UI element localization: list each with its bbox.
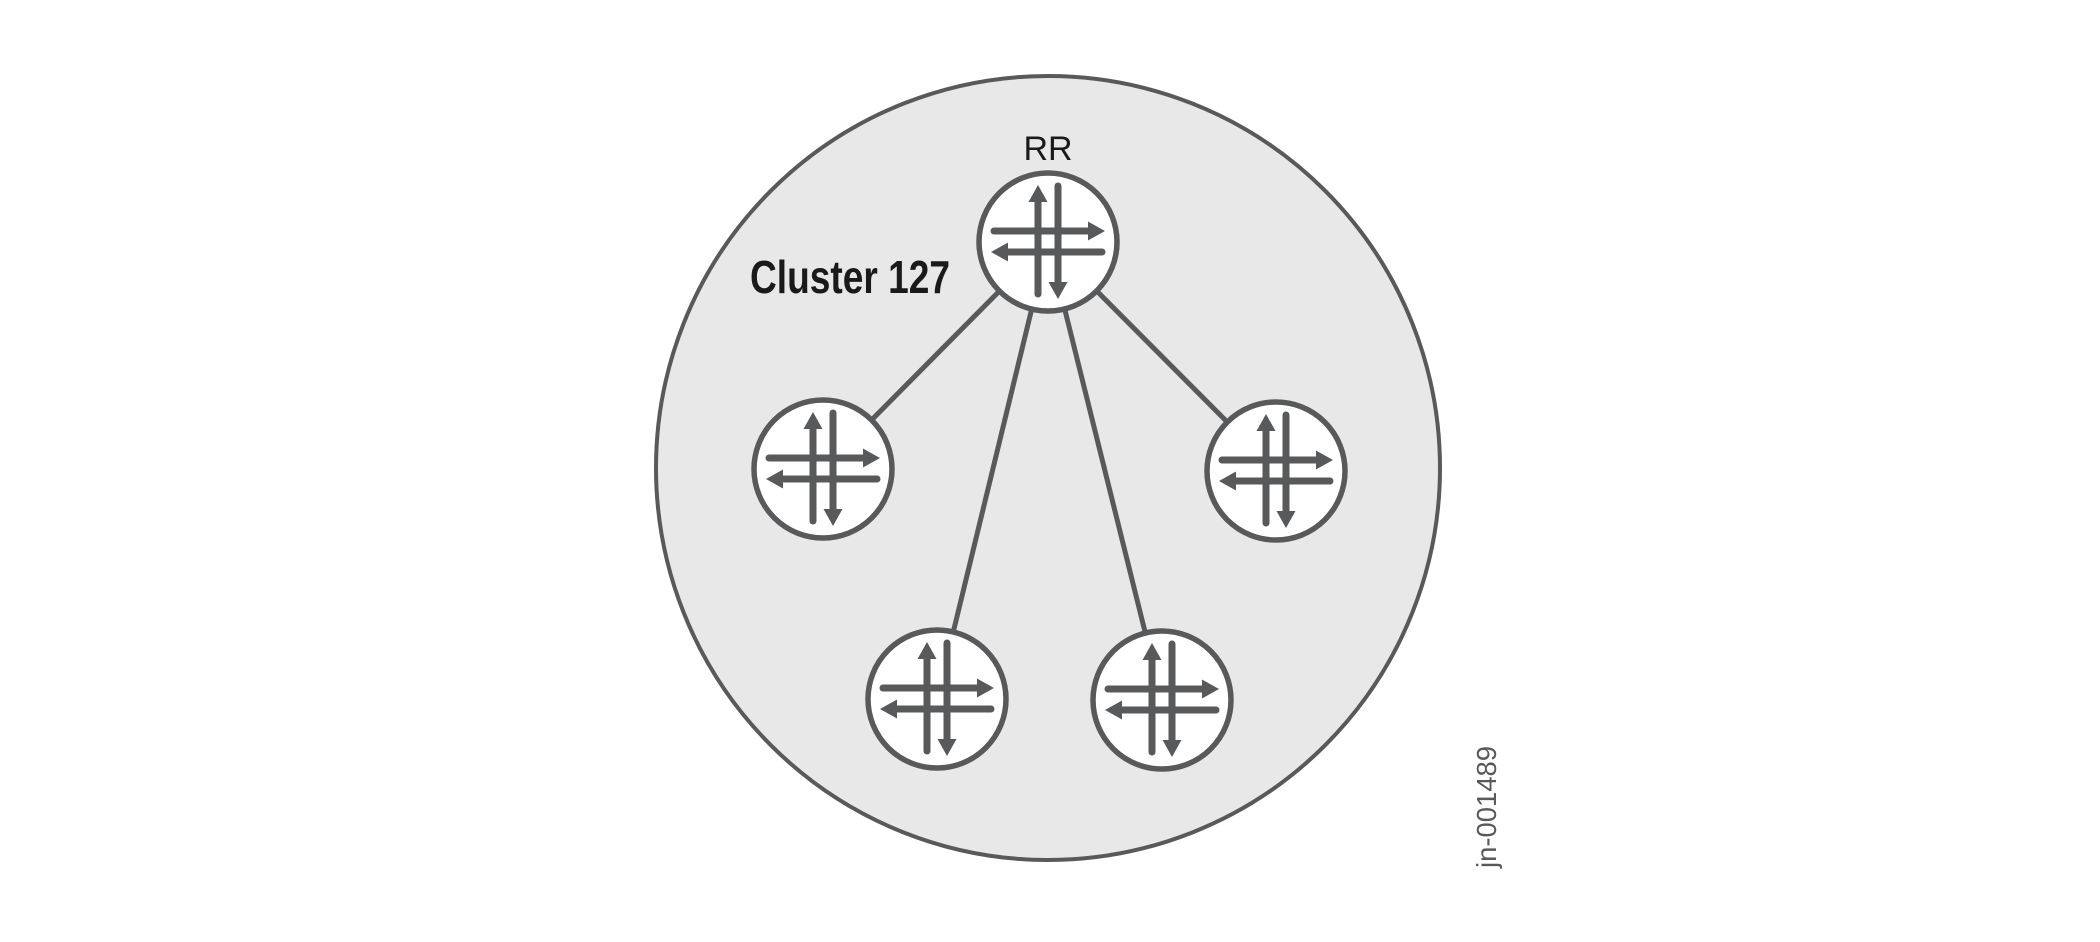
cluster-label: Cluster 127 [750, 251, 950, 303]
cluster-boundary-circle [654, 74, 1442, 862]
router-node-circle [865, 627, 1009, 771]
router-node-client-1 [751, 397, 895, 541]
router-node-circle [1090, 628, 1234, 772]
router-node-client-2 [1204, 399, 1348, 543]
connector-rr-client-4 [1045, 241, 1165, 701]
router-node-rr [976, 170, 1120, 314]
connector-rr-client-3 [934, 241, 1051, 700]
route-reflector-label: RR [1023, 130, 1072, 168]
router-node-circle [1204, 399, 1348, 543]
router-node-circle [751, 397, 895, 541]
figure-id: jn-001489 [1471, 746, 1502, 869]
router-node-client-4 [1090, 628, 1234, 772]
router-node-circle [976, 170, 1120, 314]
router-node-client-3 [865, 627, 1009, 771]
